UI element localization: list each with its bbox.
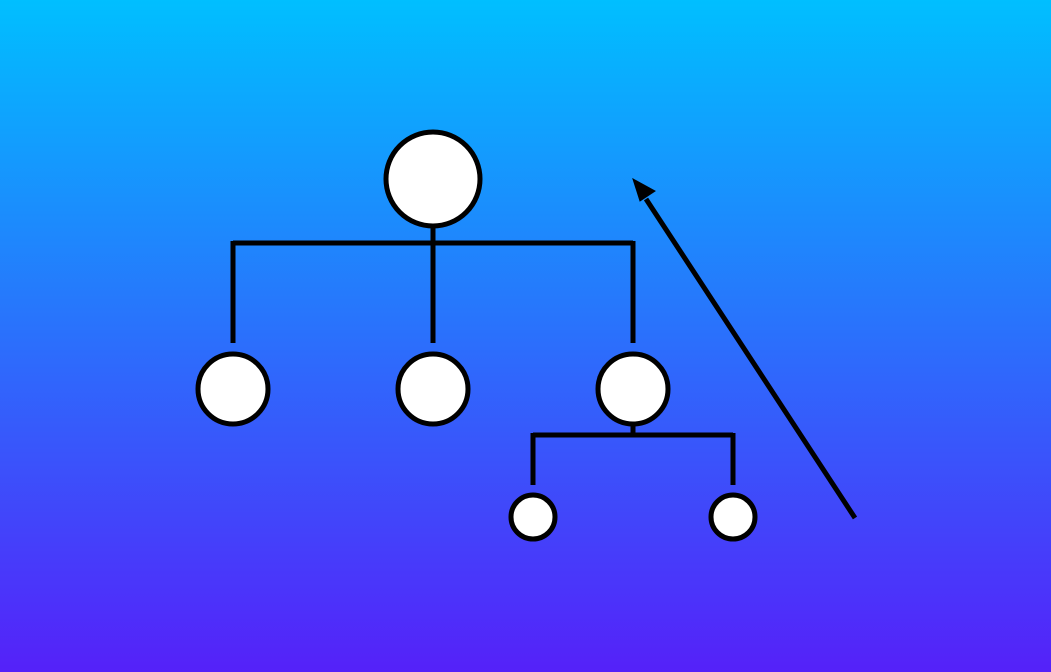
nodes: [195, 129, 758, 542]
root-node: [383, 129, 483, 229]
arrow-shaft: [643, 197, 858, 520]
child-2-node: [395, 351, 471, 427]
arrow-head: [632, 177, 656, 202]
up-left-arrow: [632, 177, 858, 520]
child-1-node: [195, 351, 271, 427]
grandchild-2-node: [708, 492, 758, 542]
child-3-node: [595, 351, 671, 427]
grandchild-1-node: [508, 492, 558, 542]
connectors-root: [230, 226, 636, 343]
